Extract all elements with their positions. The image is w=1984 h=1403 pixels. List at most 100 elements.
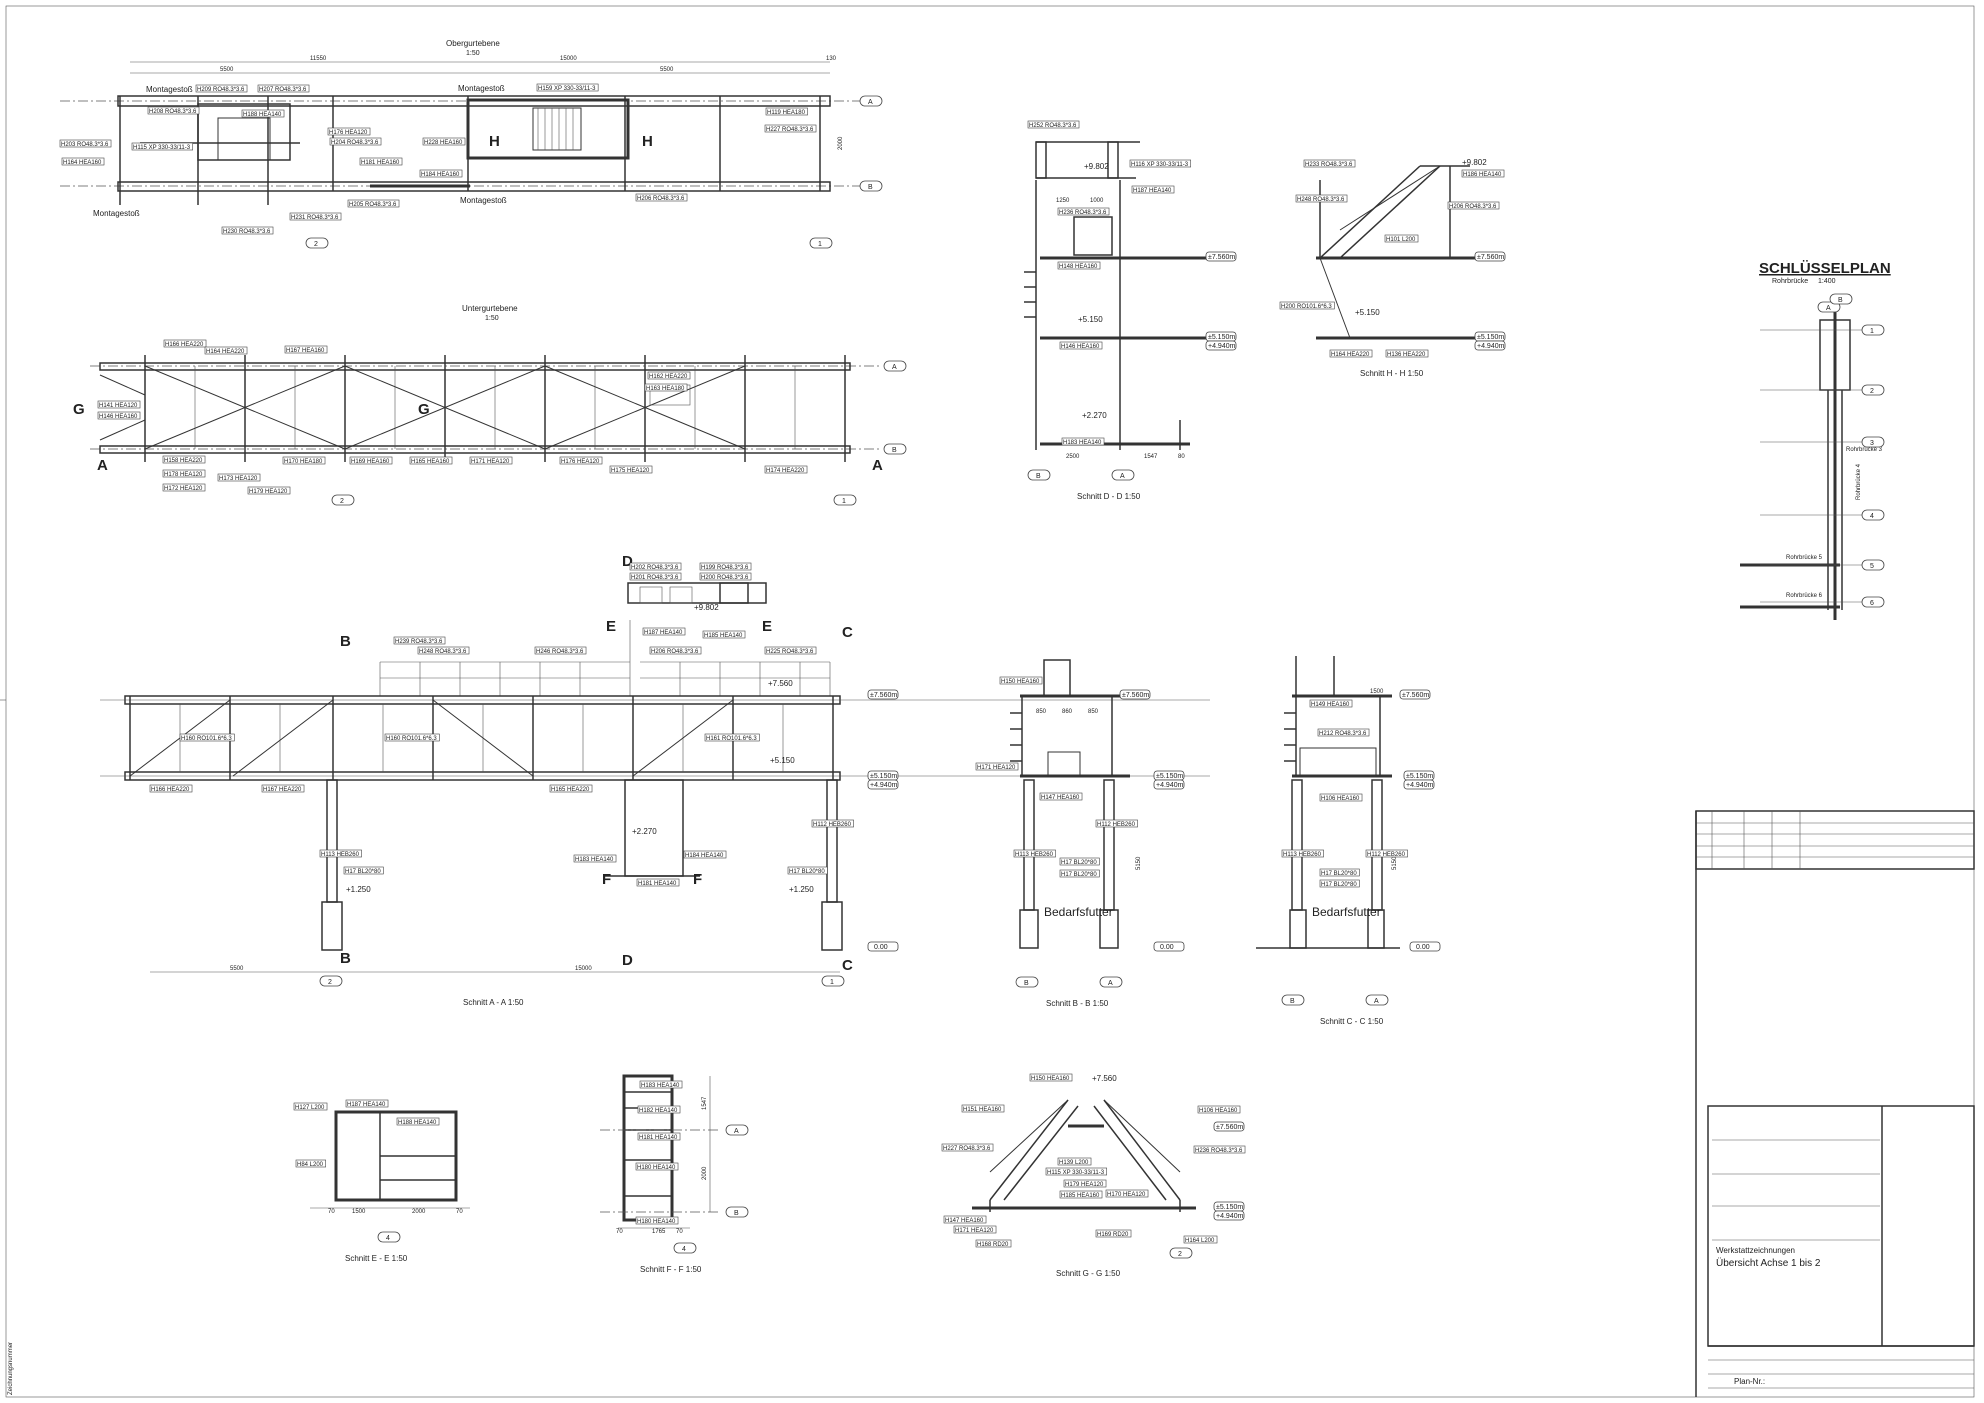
svg-text:B: B (1024, 980, 1029, 987)
svg-text:±7.560m: ±7.560m (870, 692, 897, 699)
aa-tag-20: H184 HEA140 (685, 853, 724, 859)
ug-tag-18: H174 HEA220 (766, 468, 805, 474)
svg-text:1: 1 (818, 241, 822, 248)
cc-tag-5: H112 HEB260 (1367, 852, 1406, 858)
keyplan-axis-b: B (1829, 293, 1853, 305)
gg-tag-13: H168 RD20 (977, 1242, 1009, 1248)
ug-tag-12: H163 HEA180 (646, 386, 685, 392)
svg-text:A: A (892, 364, 897, 371)
og-tag-6: H176 HEA120 (329, 130, 368, 136)
svg-text:B: B (1838, 297, 1843, 304)
view-schnitt-h-h: +9.802 ±7.560m +5.150 ±5.150m +4.940m H2… (1279, 158, 1506, 378)
svg-text:5: 5 (1870, 563, 1874, 570)
dd-elev-4: ±5.150m (1205, 331, 1237, 342)
dd-tag-4: H236 RO48.3*3.6 (1059, 210, 1107, 216)
bb-dim-1: 850 (1036, 709, 1047, 715)
ug-tag-7: H173 HEA120 (219, 476, 258, 482)
cc-tag-7: H17 BL20*80 (1321, 882, 1357, 888)
ug-tag-9: H141 HEA120 (99, 403, 138, 409)
dd-axis-a: A (1111, 469, 1135, 481)
dd-title: Schnitt D - D 1:50 (1077, 492, 1141, 501)
dd-axis-b: B (1027, 469, 1051, 481)
cc-tag-2: H212 RO48.3*3.6 (1319, 731, 1367, 737)
ff-dim-5: 70 (676, 1229, 683, 1235)
ug-axis-a: A (883, 360, 907, 372)
svg-text:B: B (892, 447, 897, 454)
title-line2: Übersicht Achse 1 bis 2 (1716, 1257, 1821, 1269)
og-axis-1: 1 (809, 237, 833, 249)
cc-dim-1: 1500 (1370, 689, 1384, 695)
aa-label-d-2: D (622, 952, 633, 969)
aa-tag-14: H165 HEA220 (551, 787, 590, 793)
aa-tag-4: H200 RO48.3*3.6 (701, 575, 749, 581)
ug-tag-1: H166 HEA220 (165, 342, 204, 348)
gg-elev-1: +7.560 (1092, 1074, 1117, 1083)
ee-dim-3: 70 (328, 1209, 335, 1215)
keyplan-axis-5: 5 (1861, 559, 1885, 571)
aa-tag-12: H166 HEA220 (151, 787, 190, 793)
bb-tag-3: H147 HEA160 (1041, 795, 1080, 801)
bb-axis-a: A (1099, 976, 1123, 988)
gg-tag-2: H151 HEA160 (963, 1107, 1002, 1113)
dd-tag-1: H252 RO48.3*3.6 (1029, 123, 1077, 129)
og-dim-2: 15000 (560, 56, 577, 62)
gg-tag-4: H227 RO48.3*3.6 (943, 1146, 991, 1152)
aa-label-c-1: C (842, 624, 853, 641)
svg-text:2: 2 (314, 241, 318, 248)
og-tag-15: H159 XP 330-33/11-3 (538, 86, 596, 92)
ff-dim-2: 2000 (702, 1166, 708, 1180)
ug-tag-15: H171 HEA120 (471, 459, 510, 465)
svg-text:3: 3 (1870, 440, 1874, 447)
cc-tag-4: H113 HEB260 (1283, 852, 1322, 858)
svg-text:0.00: 0.00 (1160, 944, 1174, 951)
svg-text:±5.150m: ±5.150m (870, 773, 897, 780)
bb-dim-3: 850 (1088, 709, 1099, 715)
svg-text:±5.150m: ±5.150m (1156, 773, 1183, 780)
cc-tag-1: H149 HEA160 (1311, 702, 1350, 708)
ug-tag-4: H158 HEA220 (164, 458, 203, 464)
dd-dim-1: 1250 (1056, 198, 1070, 204)
og-label-montage-2: Montagestoß (458, 84, 505, 93)
gg-title: Schnitt G - G 1:50 (1056, 1269, 1121, 1278)
og-tag-19: H119 HEA180 (767, 110, 806, 116)
hh-tag-3: H248 RO48.3*3.6 (1297, 197, 1345, 203)
svg-text:A: A (1826, 305, 1831, 312)
bb-elev-3: +4.940m (1153, 779, 1185, 790)
aa-tag-8: H206 RO48.3*3.6 (651, 649, 699, 655)
ff-dim-1: 1547 (702, 1096, 708, 1110)
aa-tag-24: H161 RO101.6*6.3 (706, 736, 757, 742)
aa-dim-1: 5500 (230, 966, 244, 972)
view-schnitt-d-d: +9.802 ±7.560m +5.150 ±5.150m +4.940m +2… (1024, 120, 1237, 501)
aa-elev-9: +4.940m (867, 779, 899, 790)
svg-text:+4.940m: +4.940m (1156, 782, 1184, 789)
aa-elev-8: ±5.150m (867, 770, 899, 781)
keyplan-axis-a: A (1817, 301, 1841, 313)
cc-elev-4: 0.00 (1409, 941, 1441, 952)
bb-dim-4: 5150 (1136, 856, 1142, 870)
gg-tag-1: H150 HEA160 (1031, 1076, 1070, 1082)
ff-tag-3: H181 HEA140 (639, 1135, 678, 1141)
ee-axis-4: 4 (377, 1231, 401, 1243)
aa-tag-3: H199 RO48.3*3.6 (701, 565, 749, 571)
cc-tag-3: H106 HEA160 (1321, 796, 1360, 802)
ee-title: Schnitt E - E 1:50 (345, 1254, 408, 1263)
og-axis-b: B (859, 180, 883, 192)
dd-dim-5: 80 (1178, 454, 1185, 460)
og-dim-3: 5500 (220, 67, 234, 73)
dd-tag-3: H187 HEA140 (1133, 188, 1172, 194)
ff-title: Schnitt F - F 1:50 (640, 1265, 702, 1274)
ff-tag-1: H183 HEA140 (641, 1083, 680, 1089)
svg-text:0.00: 0.00 (1416, 944, 1430, 951)
aa-title: Schnitt A - A 1:50 (463, 998, 524, 1007)
svg-text:A: A (1108, 980, 1113, 987)
cc-axis-b: B (1281, 994, 1305, 1006)
sheet-border (5, 5, 1975, 1398)
og-tag-18: H206 RO48.3*3.6 (637, 196, 685, 202)
view-schnitt-a-a: +9.802 +7.560 +5.150 +2.270 +1.250 +1.25… (100, 553, 1210, 1007)
view-untergurtebene: Untergurtebene 1:50 G (73, 304, 907, 506)
svg-text:+4.940m: +4.940m (1406, 782, 1434, 789)
svg-text:B: B (1036, 473, 1041, 480)
dd-dim-2: 1000 (1090, 198, 1104, 204)
og-tag-9: H203 RO48.3*3.6 (61, 142, 109, 148)
view-schnitt-e-e: 1500 2000 70 70 H127 L200 H187 HEA140 H1… (293, 1099, 470, 1263)
